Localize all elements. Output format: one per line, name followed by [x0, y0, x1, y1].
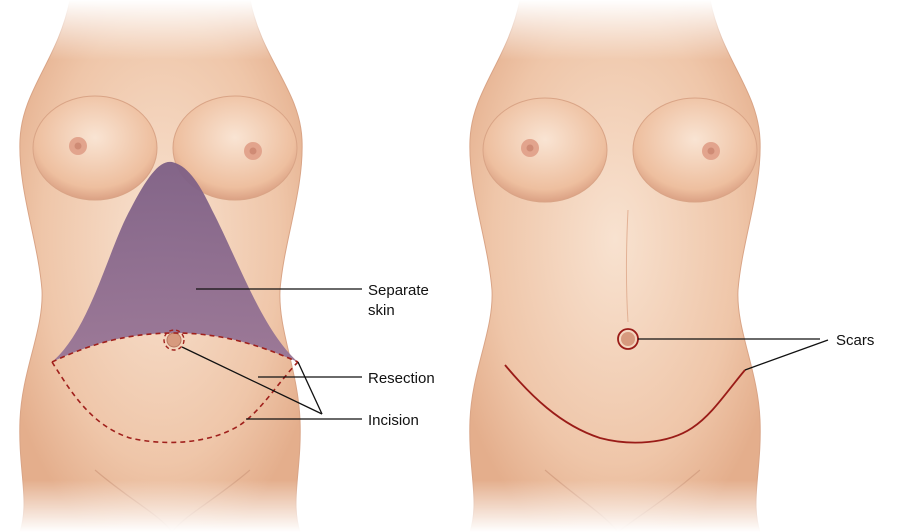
right-fade-top [450, 0, 780, 60]
right-torso-left-breast [633, 98, 757, 202]
right-torso-body [470, 0, 760, 532]
separate-skin-label-line2: skin [368, 302, 395, 319]
left-fade-bottom [0, 480, 330, 532]
scars-label: Scars [836, 332, 874, 349]
right-torso-left-nipple-center [708, 148, 715, 155]
right-fade-bottom [450, 480, 780, 532]
left-torso-right-breast [33, 96, 157, 200]
right-navel [621, 332, 635, 346]
left-navel [167, 333, 181, 347]
right-torso [450, 0, 780, 532]
right-torso-right-nipple-center [527, 145, 534, 152]
left-torso-right-nipple-center [75, 143, 82, 150]
incision-label: Incision [368, 412, 419, 429]
left-torso-left-nipple-center [250, 148, 257, 155]
resection-label: Resection [368, 370, 435, 387]
scars-leader-lower [745, 340, 828, 370]
right-torso-right-breast [483, 98, 607, 202]
left-torso [0, 0, 330, 532]
separate-skin-label-line1: Separate [368, 282, 429, 299]
incision-leader-upper [298, 362, 322, 414]
left-fade-top [0, 0, 330, 60]
